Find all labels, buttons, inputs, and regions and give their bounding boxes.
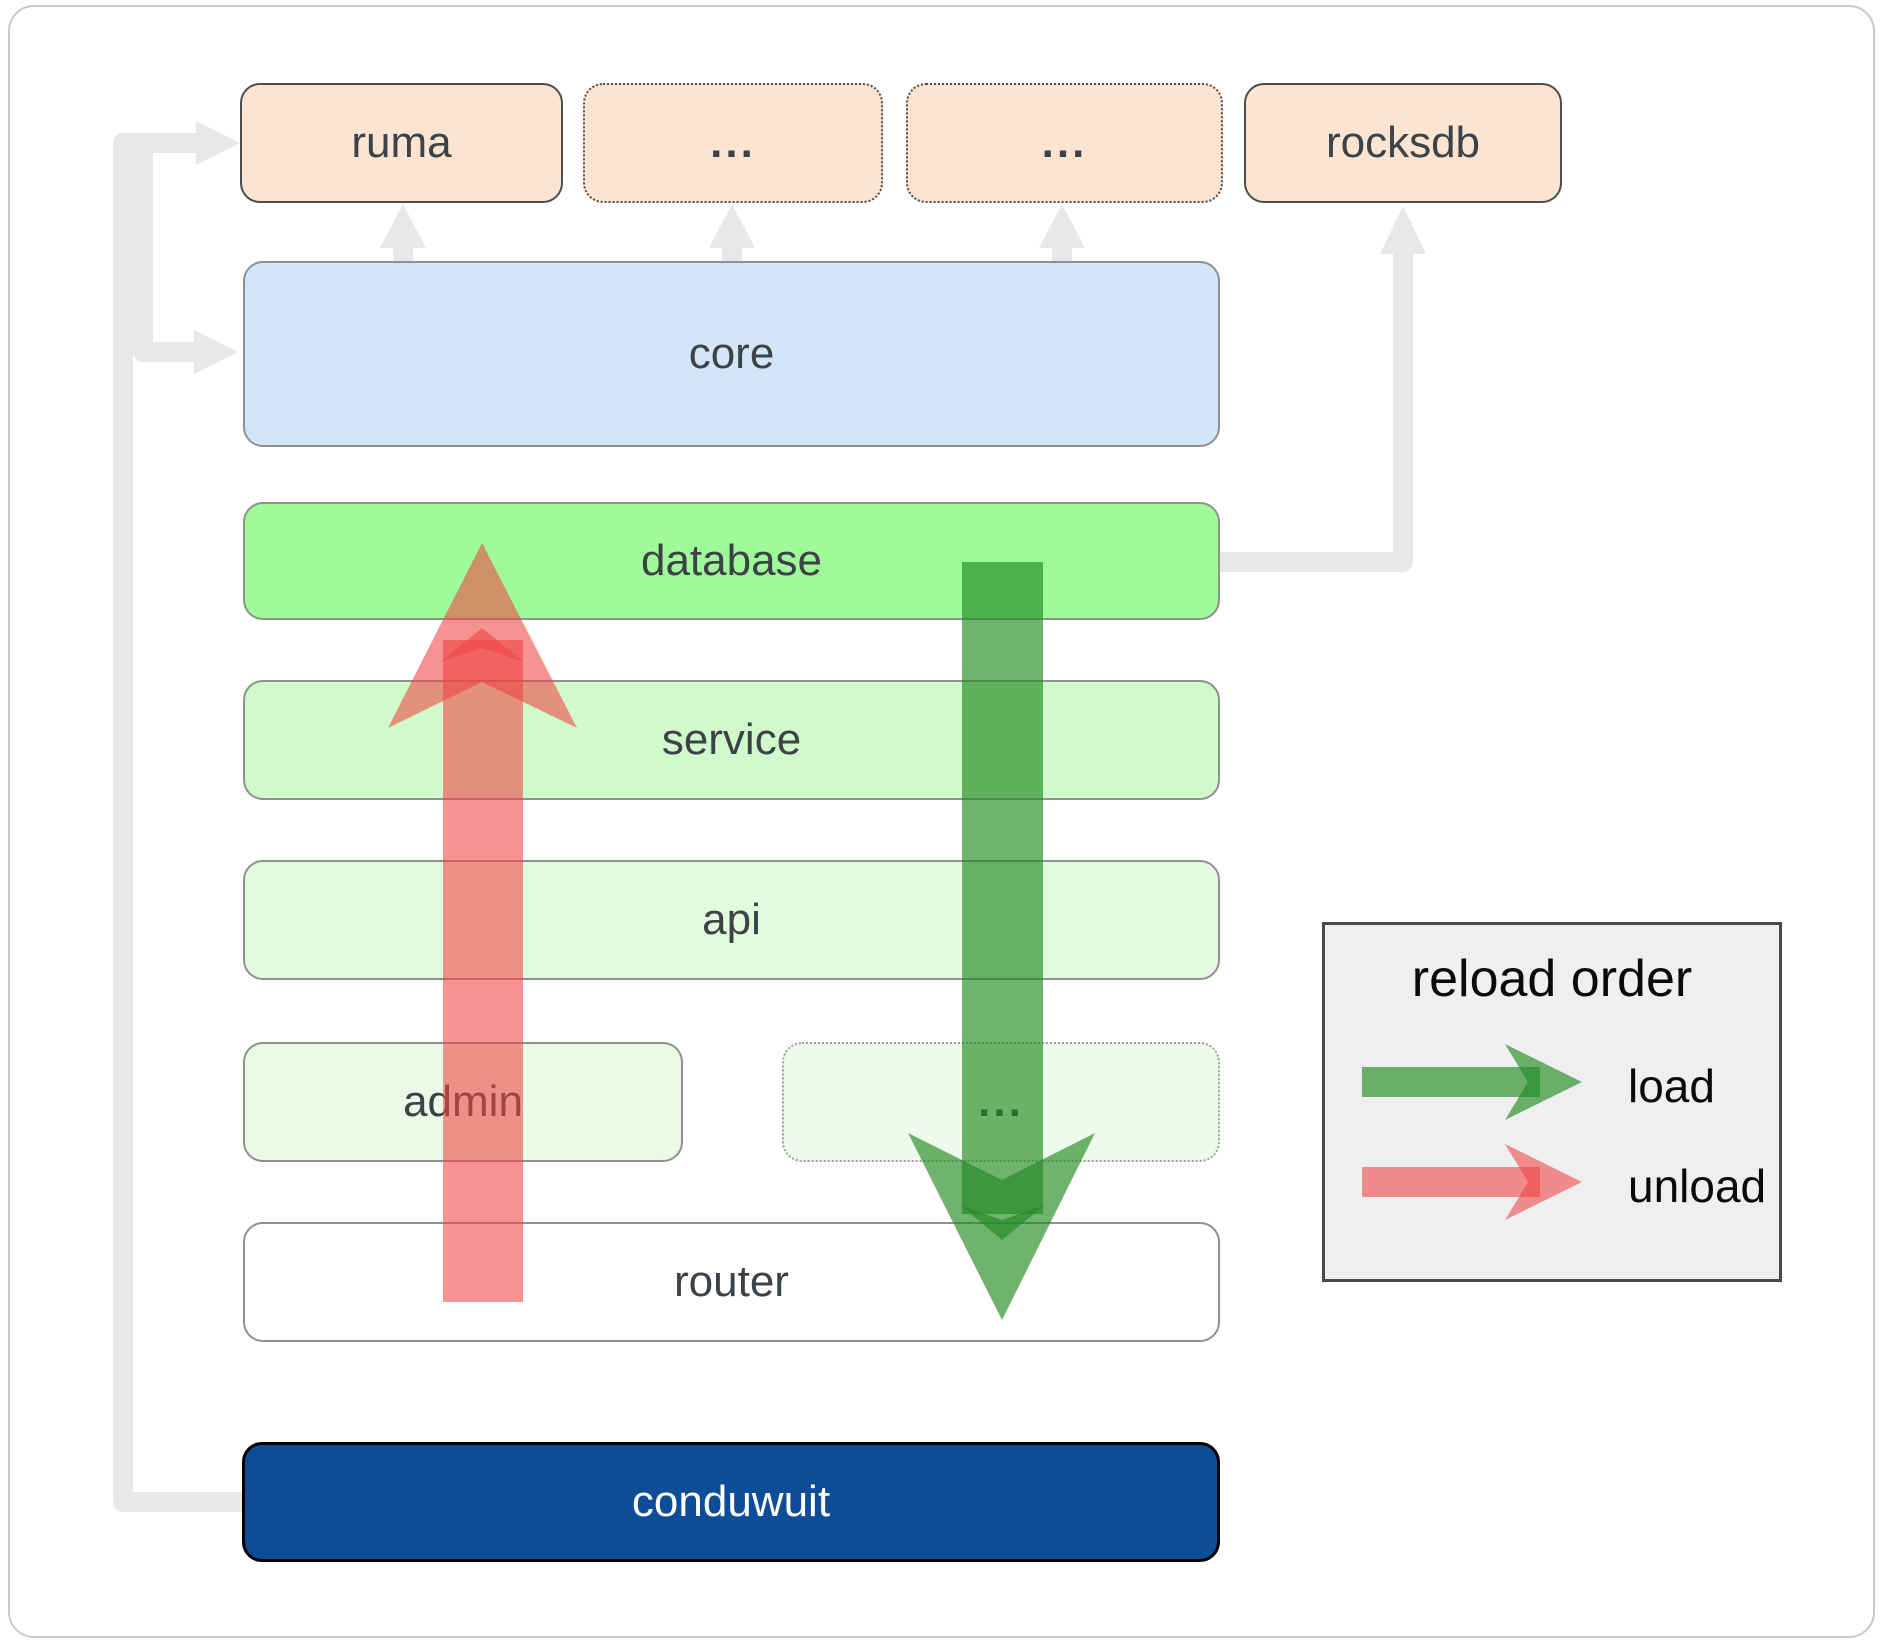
legend-reload-order: reload order load unload <box>1322 922 1782 1282</box>
node-crate-dots-2-label: ... <box>1041 118 1088 167</box>
node-database-label: database <box>640 536 823 585</box>
node-core-label: core <box>688 329 775 378</box>
node-core: core <box>243 261 1220 447</box>
node-ruma-label: ruma <box>351 118 452 167</box>
node-router: router <box>243 1222 1220 1342</box>
node-api: api <box>243 860 1220 980</box>
node-service: service <box>243 680 1220 800</box>
node-admin: admin <box>243 1042 683 1162</box>
legend-title: reload order <box>1411 950 1693 1008</box>
legend-load-label: load <box>1628 1060 1715 1112</box>
node-router-label: router <box>674 1257 789 1306</box>
node-crate-dots-1: ... <box>583 83 883 203</box>
node-admin-dots-label: ... <box>978 1077 1024 1126</box>
node-admin-dots: ... <box>782 1042 1220 1162</box>
node-conduwuit: conduwuit <box>242 1442 1220 1562</box>
node-api-label: api <box>702 895 761 944</box>
node-rocksdb: rocksdb <box>1244 83 1562 203</box>
node-database: database <box>243 502 1220 620</box>
legend-unload-label: unload <box>1628 1160 1767 1212</box>
diagram-border <box>8 5 1875 1638</box>
node-crate-dots-2: ... <box>906 83 1223 203</box>
node-conduwuit-label: conduwuit <box>631 1477 831 1526</box>
node-ruma: ruma <box>240 83 563 203</box>
node-crate-dots-1-label: ... <box>710 118 756 167</box>
node-admin-label: admin <box>403 1077 523 1126</box>
node-rocksdb-label: rocksdb <box>1325 118 1481 167</box>
node-service-label: service <box>661 715 802 764</box>
